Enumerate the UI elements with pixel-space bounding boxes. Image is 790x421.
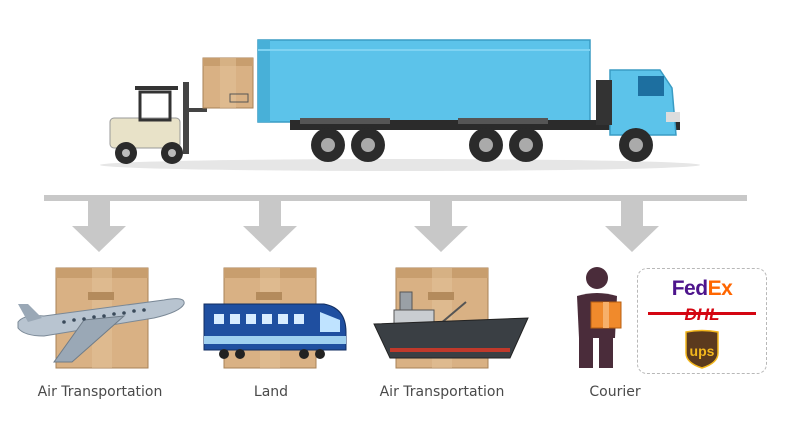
air-transportation-illustration [17,267,185,369]
arrows [72,198,659,252]
truck-icon [257,39,680,162]
parcel-icon [590,301,622,329]
arrow-down-icon [605,198,659,252]
label-land: Land [253,384,289,400]
dhl-logo: DHL [648,305,756,323]
distribution-bar [44,195,747,201]
sea-illustration [373,267,529,369]
carrier-logos: FedEx DHL ups [637,268,767,374]
label-courier: Courier [589,384,641,400]
label-air-transportation-1: Air Transportation [37,384,163,400]
label-air-transportation-2: Air Transportation [379,384,505,400]
truck-scene [100,39,700,171]
ups-logo: ups [685,329,719,369]
cargo-box-icon [202,57,254,109]
forklift-icon [109,82,207,164]
arrow-down-icon [243,198,297,252]
train-icon [203,303,347,359]
svg-text:DHL: DHL [685,305,720,323]
land-illustration [203,267,347,369]
arrow-down-icon [414,198,468,252]
arrow-down-icon [72,198,126,252]
ship-icon [373,291,529,359]
courier-illustration [577,267,622,368]
airplane-icon [17,298,185,363]
svg-text:ups: ups [690,343,715,359]
fedex-logo: FedEx [671,277,733,300]
